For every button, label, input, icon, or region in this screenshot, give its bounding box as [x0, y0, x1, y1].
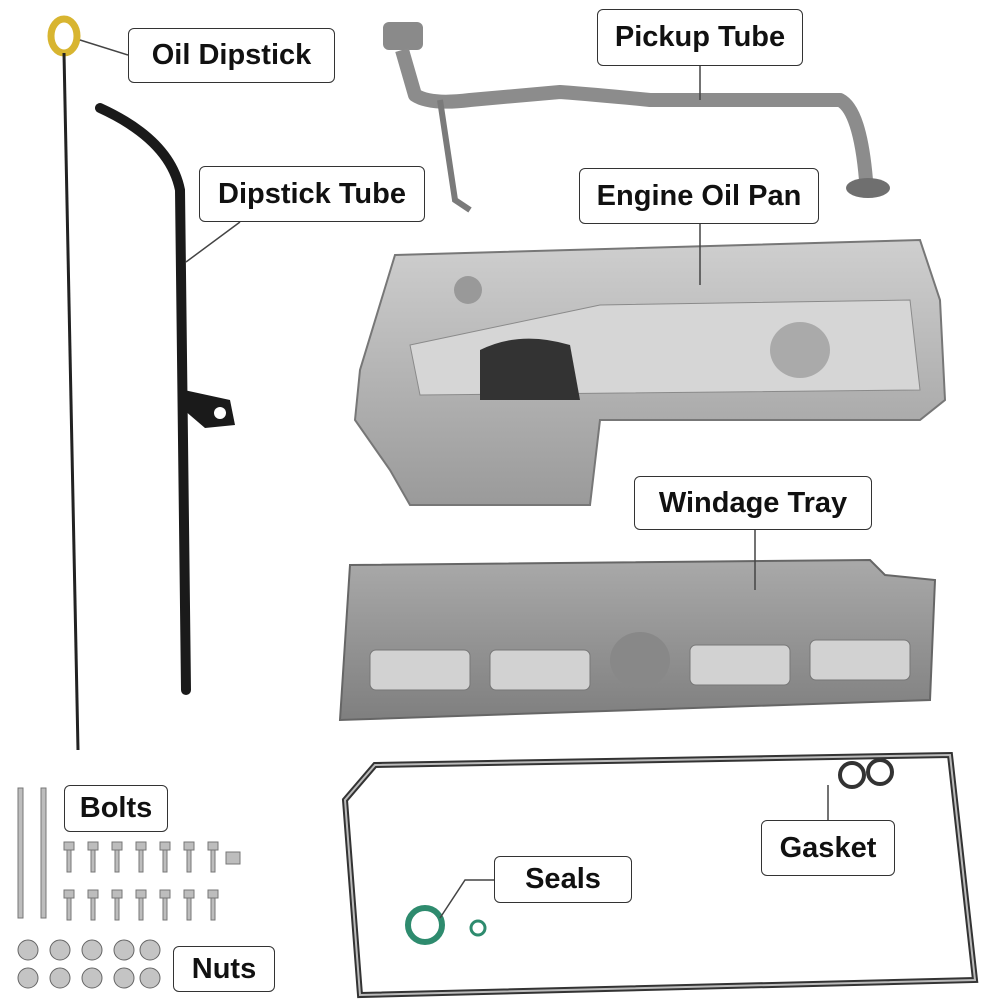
windage-tray-image — [338, 558, 937, 722]
bolts-label: Bolts — [64, 785, 168, 832]
engine-oil-pan-image — [353, 238, 947, 506]
leader-lines — [79, 39, 829, 919]
seals-image — [405, 905, 487, 945]
gasket-label: Gasket — [761, 820, 895, 876]
engine-oil-pan-label: Engine Oil Pan — [579, 168, 819, 224]
pickup-tube-label: Pickup Tube — [597, 9, 803, 66]
windage-tray-label: Windage Tray — [634, 476, 872, 530]
seals-label: Seals — [494, 856, 632, 903]
oil-dipstick-label: Oil Dipstick — [128, 28, 335, 83]
dipstick-tube-label: Dipstick Tube — [199, 166, 425, 222]
pickup-tube-image — [383, 22, 890, 213]
nuts-image — [17, 939, 161, 989]
oil-dipstick-image — [47, 15, 81, 751]
gasket-image — [341, 751, 979, 999]
nuts-label: Nuts — [173, 946, 275, 992]
dipstick-tube-image — [95, 103, 235, 695]
bolts-image — [17, 787, 241, 921]
